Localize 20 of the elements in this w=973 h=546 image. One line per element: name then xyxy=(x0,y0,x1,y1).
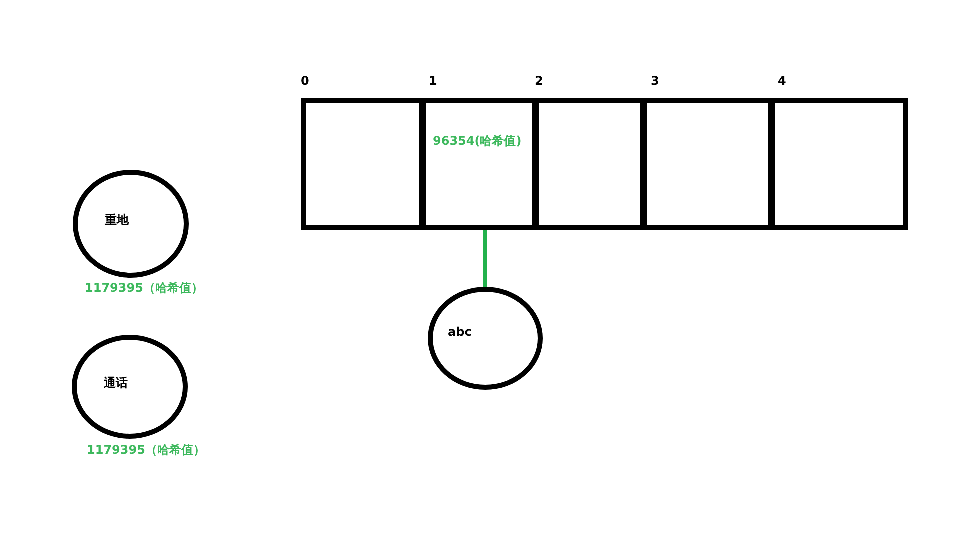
circle xyxy=(72,335,188,439)
circle xyxy=(73,170,189,278)
array-cell xyxy=(419,98,539,230)
index-number: 1 xyxy=(429,74,438,88)
array-cell xyxy=(640,98,775,230)
array-cell xyxy=(301,98,426,230)
array-cell xyxy=(768,98,908,230)
circle xyxy=(428,287,543,390)
hash-value-label: 1179395（哈希值） xyxy=(87,442,206,459)
hash-value-label: 1179395（哈希值） xyxy=(85,280,204,297)
node-label: 通话 xyxy=(104,375,128,392)
index-number: 3 xyxy=(651,74,660,88)
index-number: 0 xyxy=(301,74,310,88)
node-label: 重地 xyxy=(105,212,129,229)
hash-value-label: 96354(哈希值) xyxy=(433,133,522,150)
connector-line xyxy=(483,230,487,287)
node-label: abc xyxy=(448,325,472,339)
array-cell xyxy=(532,98,647,230)
index-number: 2 xyxy=(535,74,544,88)
index-number: 4 xyxy=(778,74,786,88)
